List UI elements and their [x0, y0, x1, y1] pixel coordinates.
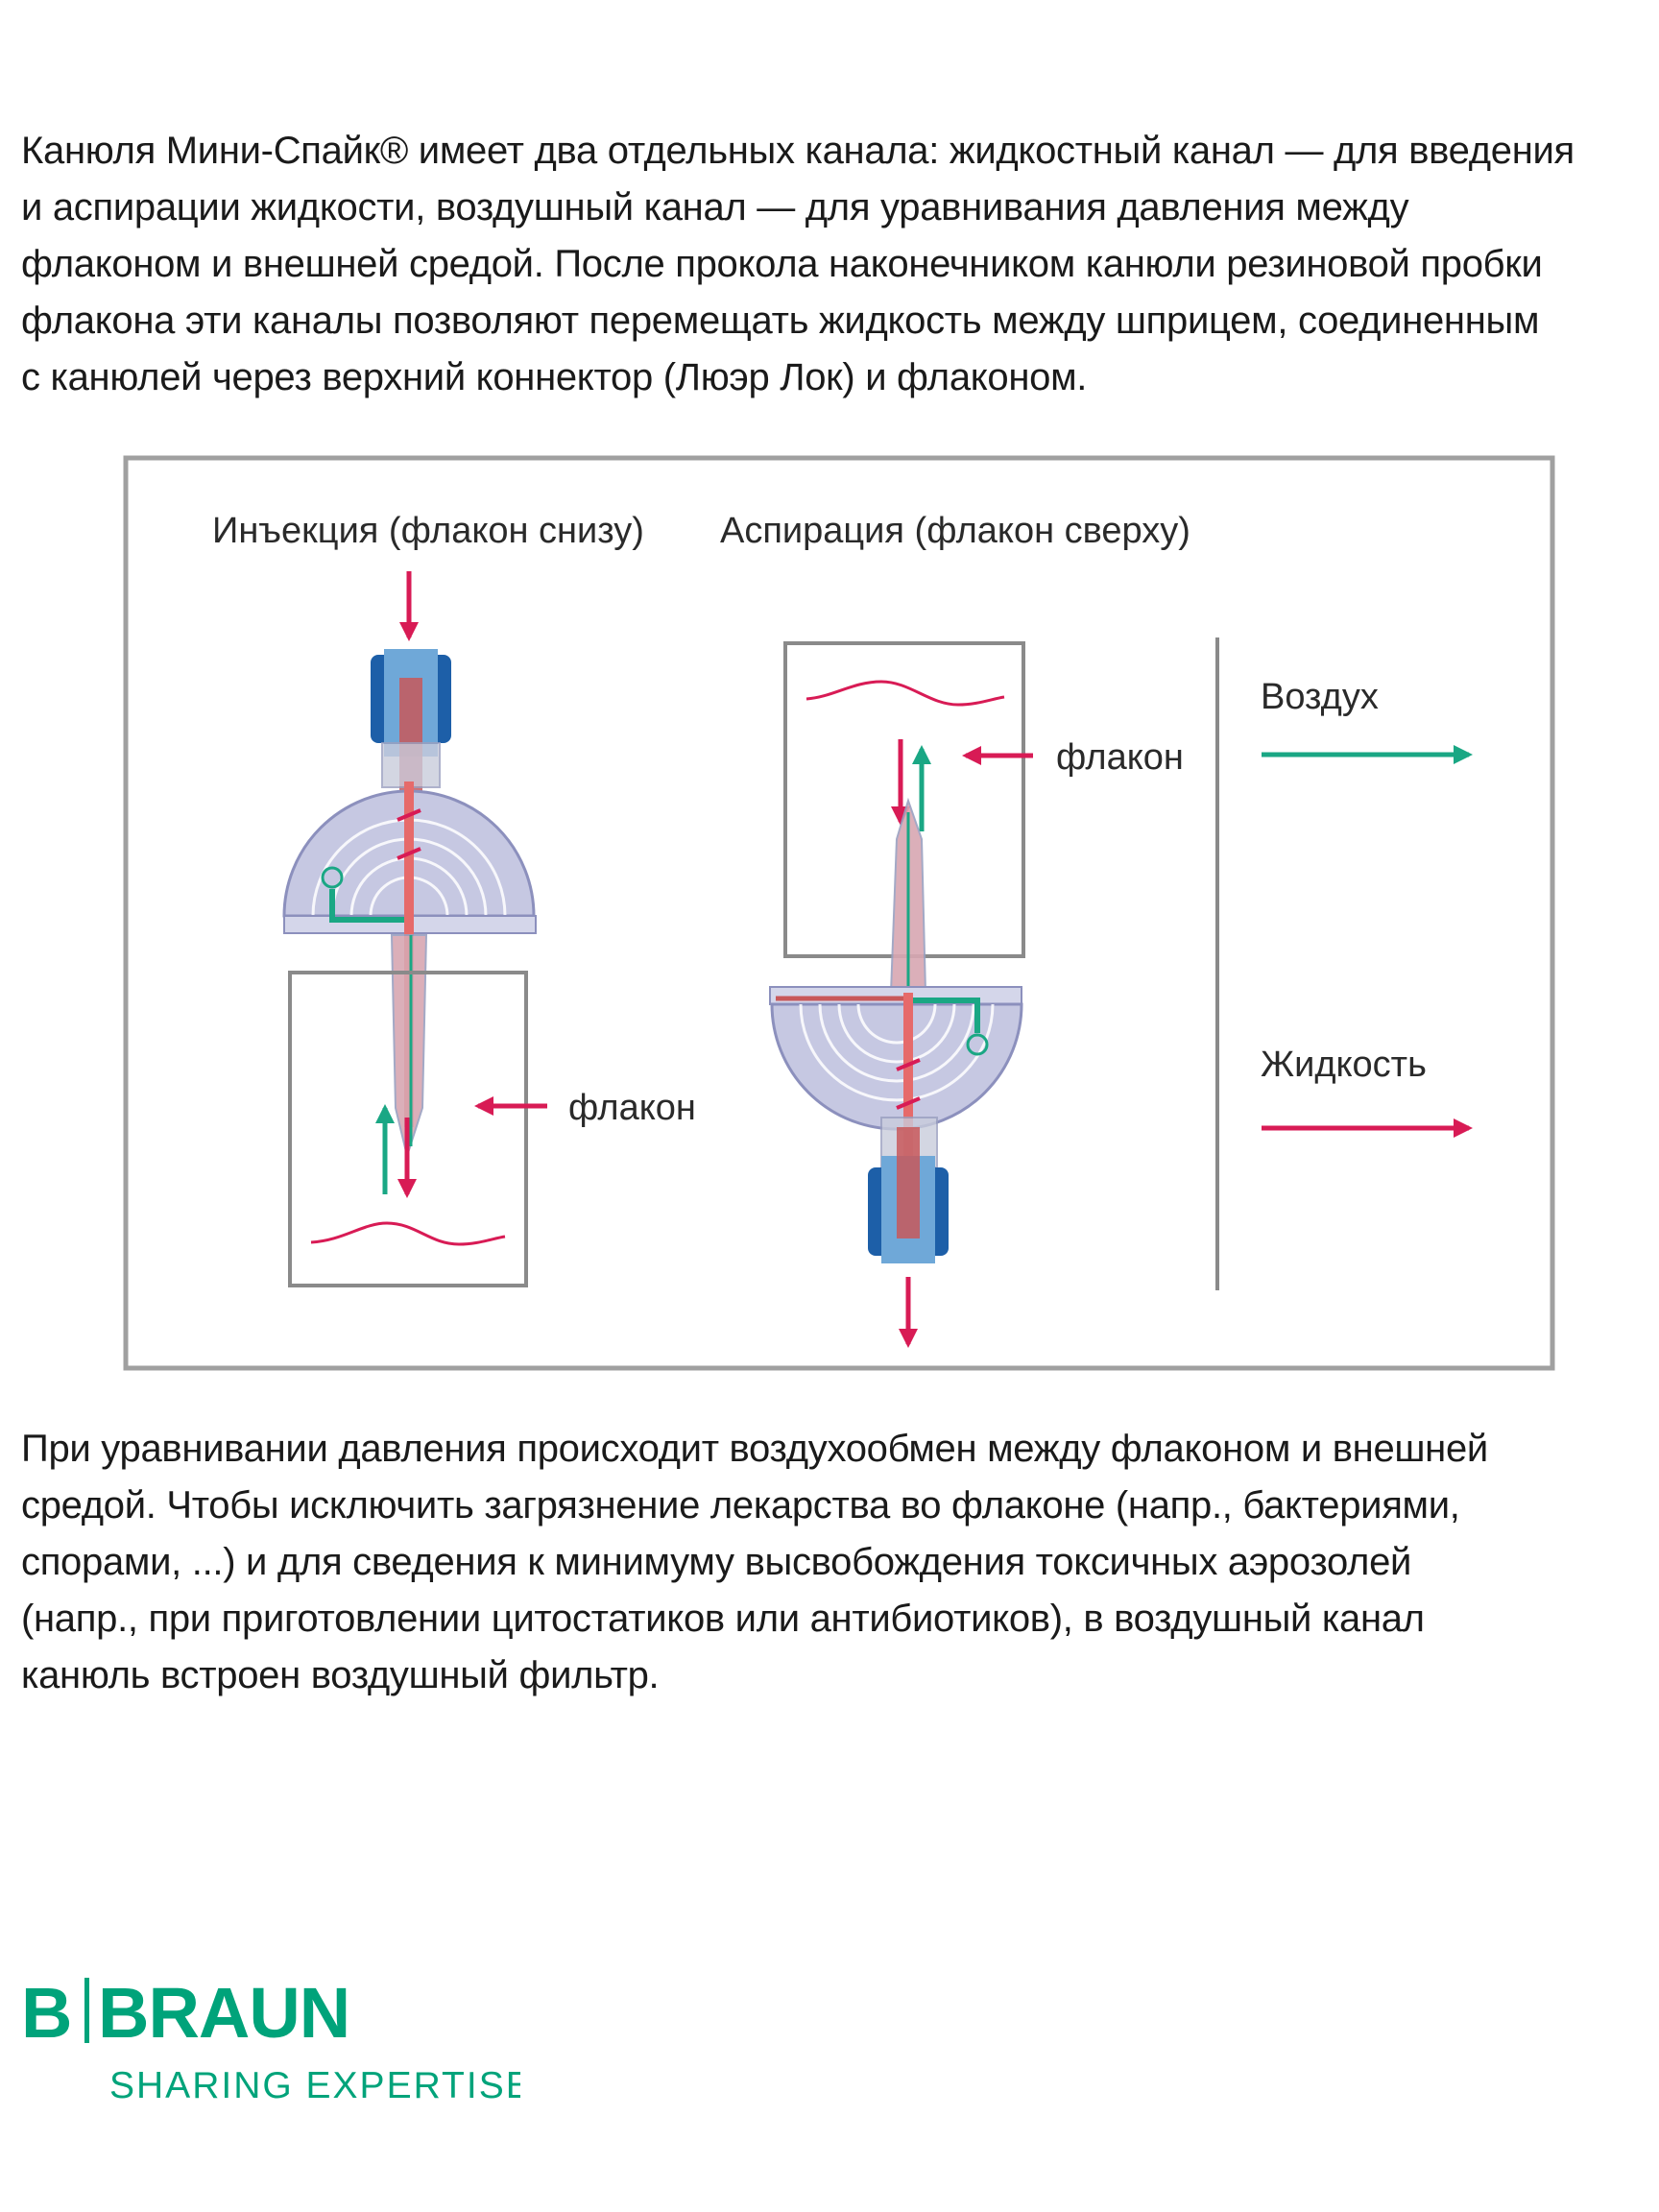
- injection-device: флакон: [282, 571, 696, 1287]
- vial-label-right: флакон: [1056, 737, 1184, 778]
- legend: Воздух Жидкость: [1261, 677, 1473, 1138]
- text-line: флаконом и внешней средой. После прокола…: [21, 243, 1543, 285]
- spike: [390, 934, 428, 1160]
- logo-b: B: [21, 1973, 72, 2053]
- legend-air-label: Воздух: [1261, 677, 1379, 717]
- liquid-surface: [310, 1221, 506, 1246]
- logo-tagline: SHARING EXPERTISE: [109, 2065, 520, 2106]
- diagram-frame: [123, 455, 1555, 1371]
- intro-paragraph: Канюля Мини-Спайк® имеет два отдельных к…: [21, 123, 1644, 406]
- text-line: Канюля Мини-Спайк® имеет два отдельных к…: [21, 130, 1575, 172]
- filter-body: [770, 1002, 1023, 1131]
- text-line: канюль встроен воздушный фильтр.: [21, 1654, 660, 1696]
- text-line: и аспирации жидкости, воздушный канал — …: [21, 186, 1409, 228]
- vial-label-left: флакон: [568, 1088, 696, 1128]
- injection-title: Инъекция (флакон снизу): [212, 511, 644, 551]
- liquid-surface: [805, 680, 1005, 707]
- aspiration-device: флакон: [769, 641, 1184, 1348]
- filter-paragraph: При уравнивании давления происходит возд…: [21, 1421, 1644, 1704]
- logo-divider: [84, 1978, 89, 2043]
- text-line: средой. Чтобы исключить загрязнение лека…: [21, 1484, 1460, 1527]
- text-line: спорами, ...) и для сведения к минимуму …: [21, 1541, 1412, 1583]
- legend-liquid-label: Жидкость: [1261, 1045, 1427, 1085]
- text-line: При уравнивании давления происходит возд…: [21, 1428, 1488, 1470]
- cannula-diagram: Инъекция (флакон снизу) Аспирация (флако…: [123, 455, 1555, 1371]
- vial-left: [288, 971, 528, 1287]
- text-line: с канюлей через верхний коннектор (Люэр …: [21, 356, 1088, 398]
- aspiration-title: Аспирация (флакон сверху): [720, 511, 1190, 551]
- bbraun-logo: B BRAUN SHARING EXPERTISE: [21, 1973, 520, 2106]
- logo-brand: BRAUN: [98, 1973, 349, 2053]
- text-line: (напр., при приготовлении цитостатиков и…: [21, 1598, 1425, 1640]
- text-line: флакона эти каналы позволяют перемещать …: [21, 300, 1540, 342]
